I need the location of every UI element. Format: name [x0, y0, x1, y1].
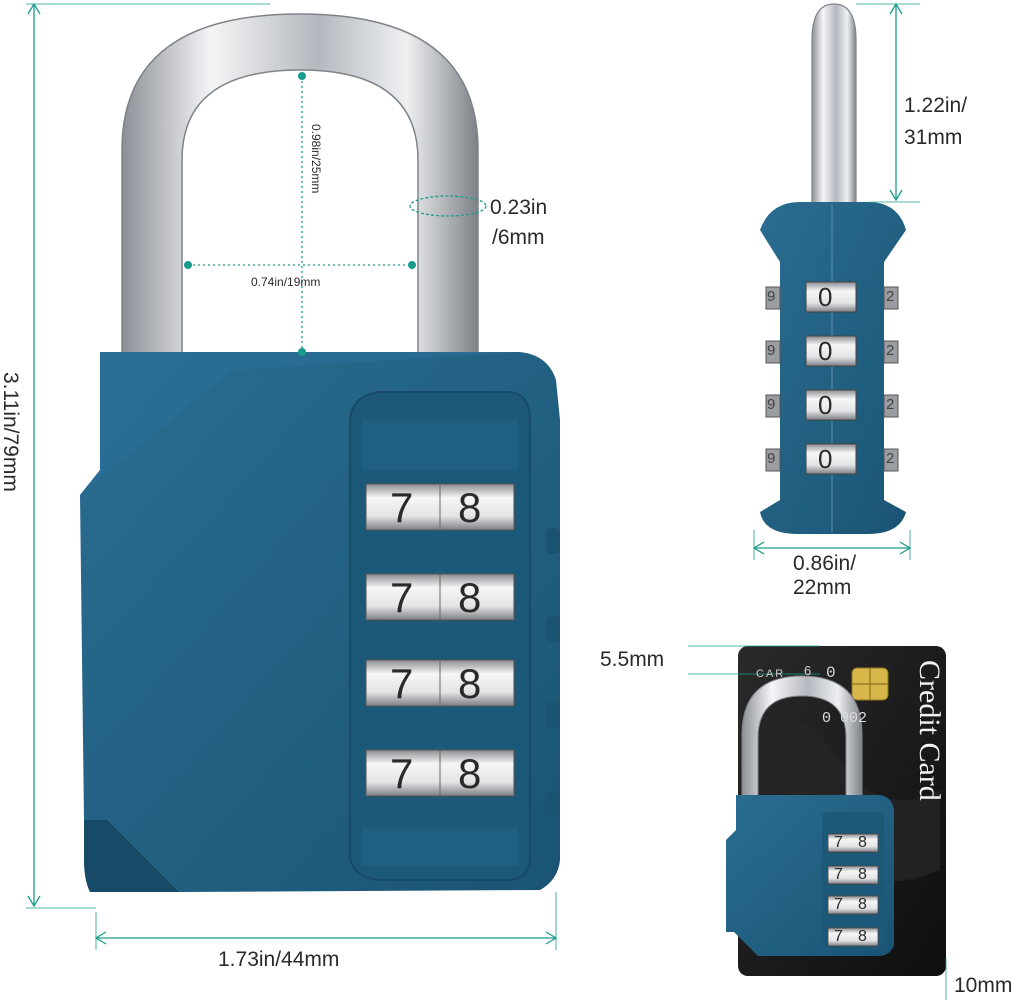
card-number-mid: 0 002: [822, 710, 868, 727]
main-wheel-windows: [365, 483, 515, 797]
dimension-shackle-clearance-1: 1.22in/: [904, 94, 968, 117]
main-wheel-3-digit-b: 8: [458, 660, 482, 707]
main-wheel-4-digit-b: 8: [458, 750, 482, 797]
side-wheel-2-edge-left: 9: [767, 342, 776, 359]
dimension-body-depth-1: 0.86in/: [793, 552, 857, 575]
card-padlock: [726, 675, 894, 956]
dimension-body-width: 1.73in/44mm: [218, 948, 340, 971]
side-wheel-1-edge-left: 9: [767, 288, 776, 305]
dimension-shackle-inner-width: 0.74in/19mm: [251, 275, 321, 289]
dimension-shackle-clearance-2: 31mm: [904, 126, 963, 149]
main-wheel-1-digit-a: 7: [390, 484, 414, 531]
card-wheel-1-digit-b: 8: [858, 834, 867, 851]
side-body: [760, 202, 906, 534]
main-wheel-4-digit-a: 7: [390, 750, 414, 797]
dimension-card-gap: 10mm: [954, 974, 1013, 997]
side-wheel-3-edge-left: 9: [767, 396, 776, 413]
main-wheel-3-digit-a: 7: [390, 660, 414, 707]
side-wheel-4-digit: 0: [818, 444, 833, 474]
card-wheel-2-digit-b: 8: [858, 866, 867, 883]
main-wheel-2-digit-a: 7: [390, 574, 414, 621]
card-side-text: CAR: [756, 668, 786, 680]
side-wheel-1-edge-right: 2: [886, 288, 895, 305]
side-wheel-3-digit: 0: [818, 390, 833, 420]
side-wheel-2-edge-right: 2: [886, 342, 895, 359]
side-wheel-1-digit: 0: [818, 282, 833, 312]
main-wheel-1-digit-b: 8: [458, 484, 482, 531]
dimension-dots: [184, 72, 416, 356]
side-wheel-2-digit: 0: [818, 336, 833, 366]
card-wheel-1-digit-a: 7: [834, 834, 843, 851]
dimension-shackle-inner-height: 0.98in/25mm: [309, 124, 323, 194]
dimension-shackle-diameter-2: /6mm: [492, 226, 545, 249]
side-shackle: [811, 3, 857, 211]
card-wheel-3-digit-b: 8: [858, 896, 867, 913]
dimension-shackle-diameter-1: 0.23in: [490, 196, 548, 219]
card-wheel-4-digit-a: 7: [834, 928, 843, 945]
dimension-lines: [26, 2, 947, 1000]
card-wheel-2-digit-a: 7: [834, 866, 843, 883]
card-title: Credit Card: [913, 660, 946, 801]
side-wheel-3-edge-right: 2: [886, 396, 895, 413]
dimension-body-depth-2: 22mm: [793, 576, 852, 599]
main-shackle: [121, 13, 479, 361]
card-wheel-3-digit-a: 7: [834, 896, 843, 913]
side-padlock: [760, 3, 906, 534]
card-number-top: 0: [826, 664, 836, 682]
card-wheel-4-digit-b: 8: [858, 928, 867, 945]
side-wheel-4-edge-right: 2: [886, 450, 895, 467]
dimension-total-height: 3.11in/79mm: [0, 372, 22, 492]
main-wheel-2-digit-b: 8: [458, 574, 482, 621]
side-wheel-4-edge-left: 9: [767, 450, 776, 467]
card-side-digit: 6: [804, 663, 812, 678]
dimension-card-thickness: 5.5mm: [600, 648, 665, 671]
